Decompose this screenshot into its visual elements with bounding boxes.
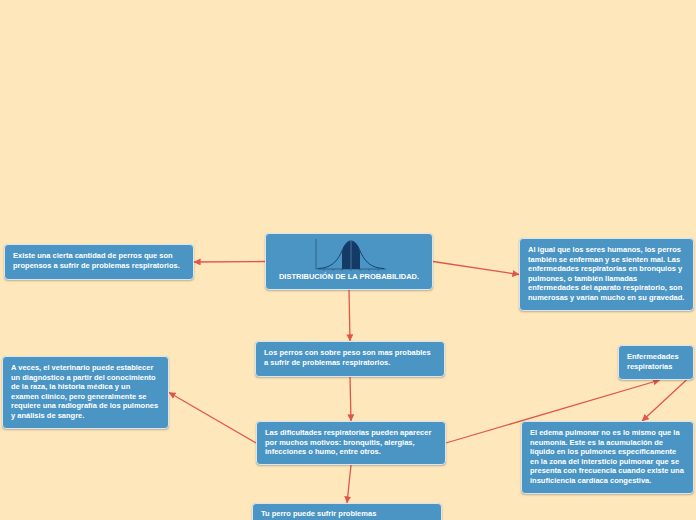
topic-text: A veces, el veterinario puede establecer…: [11, 363, 160, 421]
topic-text: Las dificultades respiratorias pueden ap…: [265, 428, 437, 457]
topic-text: Los perros con sobre peso son mas probab…: [264, 348, 436, 367]
topic-box: Tu perro puede sufrir problemas: [252, 503, 442, 520]
connector-arrow: [349, 290, 350, 341]
topic-box: A veces, el veterinario puede establecer…: [2, 356, 169, 429]
topic-text: DISTRIBUCIÓN DE LA PROBABILIDAD.: [274, 272, 424, 282]
topic-text: Tu perro puede sufrir problemas: [261, 509, 433, 519]
topic-box: Los perros con sobre peso son mas probab…: [255, 341, 445, 377]
topic-box: Al igual que los seres humanos, los perr…: [519, 238, 694, 311]
topic-box: El edema pulmonar no es lo mismo que la …: [521, 421, 694, 494]
connector-arrow: [194, 261, 265, 263]
topic-box: Existe una cierta cantidad de perros que…: [4, 244, 194, 280]
connector-arrow: [433, 262, 519, 275]
topic-box: Las dificultades respiratorias pueden ap…: [256, 421, 446, 465]
connector-arrow: [350, 377, 351, 421]
topic-text: Enfermedades respiratorias: [627, 352, 685, 371]
topic-text: El edema pulmonar no es lo mismo que la …: [530, 428, 685, 486]
topic-text: Al igual que los seres humanos, los perr…: [528, 245, 685, 303]
bell-curve-icon: [310, 237, 390, 275]
connector-arrow: [347, 465, 351, 503]
connector-arrow: [642, 380, 686, 421]
topic-text: Existe una cierta cantidad de perros que…: [13, 251, 185, 270]
topic-box: Enfermedades respiratorias: [618, 345, 694, 380]
connector-arrow: [169, 393, 256, 444]
